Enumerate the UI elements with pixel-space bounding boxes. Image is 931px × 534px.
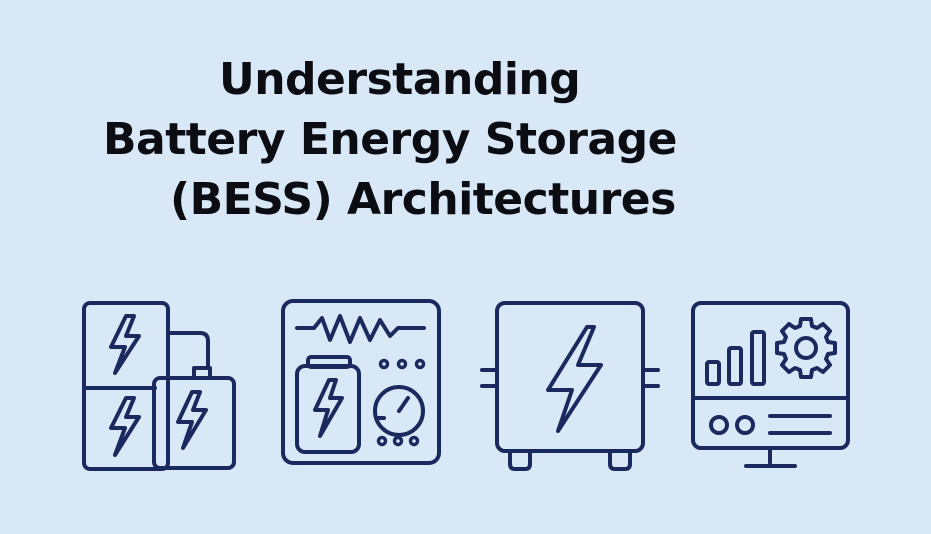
page-title: Understanding Battery Energy Storage (BE… — [0, 50, 931, 230]
title-line-3: (BESS) Architectures — [170, 174, 676, 225]
stacked-battery-modules-icon — [82, 301, 236, 471]
power-cabinet-icon — [480, 301, 660, 471]
battery-control-panel-icon — [281, 299, 441, 465]
title-line-1: Understanding — [219, 54, 581, 105]
title-line-2: Battery Energy Storage — [103, 114, 677, 165]
monitoring-screen-icon — [691, 301, 850, 468]
